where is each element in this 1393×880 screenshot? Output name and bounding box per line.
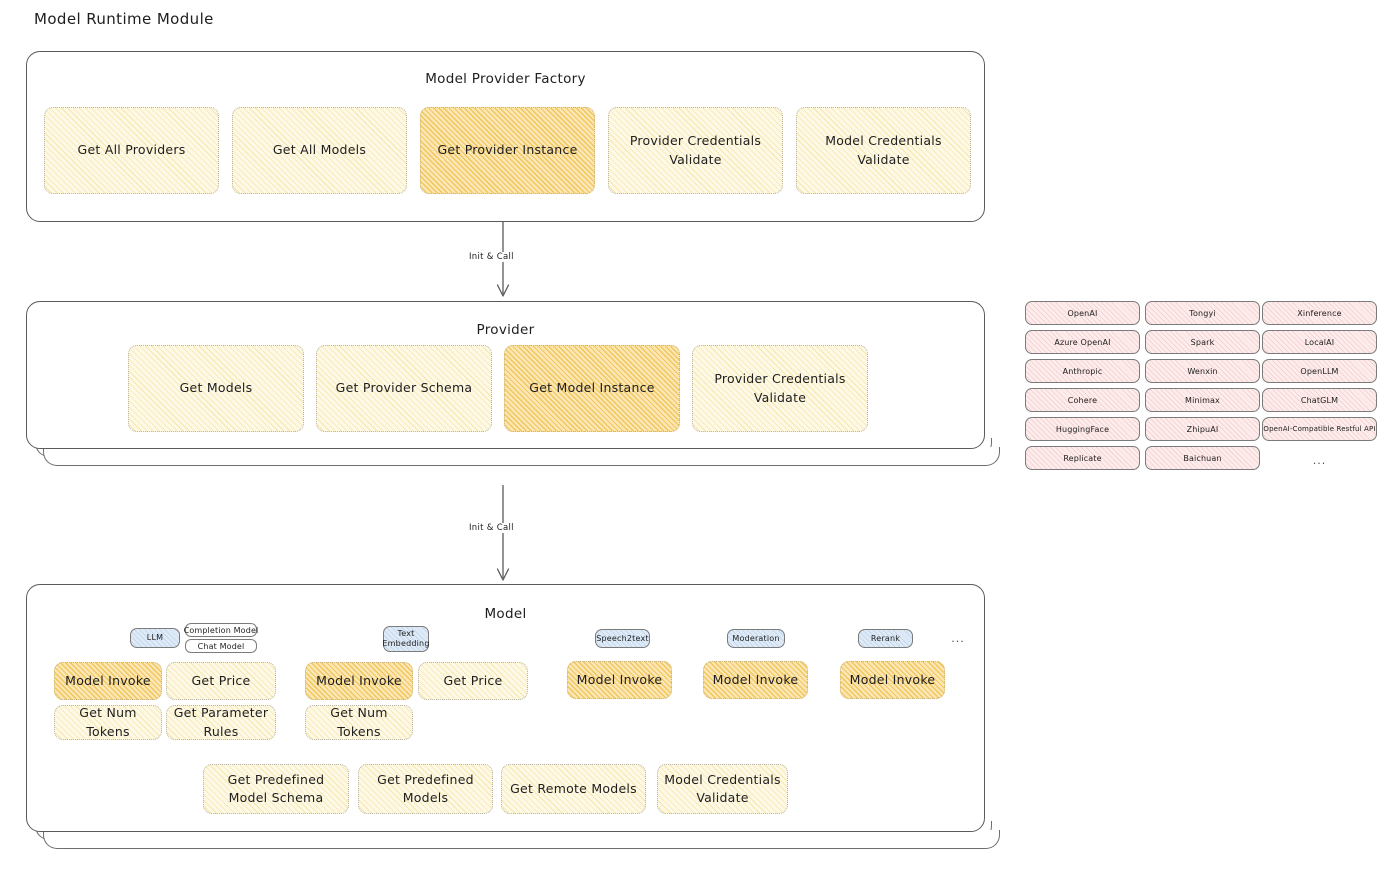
model-card-text-embedding-get-num-tokens[interactable]: Get Num Tokens [305, 705, 413, 740]
provider-chip-wenxin[interactable]: Wenxin [1145, 359, 1260, 383]
factory-card-get-provider-instance[interactable]: Get Provider Instance [420, 107, 595, 194]
model-title: Model [484, 606, 527, 622]
provider-title: Provider [476, 322, 535, 338]
factory-card-provider-credentials-validate[interactable]: Provider Credentials Validate [608, 107, 783, 194]
provider-chip-openai-compatible-restful-api[interactable]: OpenAI-Compatible Restful API [1262, 417, 1377, 441]
provider-chip-huggingface[interactable]: HuggingFace [1025, 417, 1140, 441]
provider-card-get-models[interactable]: Get Models [128, 345, 304, 432]
provider-card-get-provider-schema[interactable]: Get Provider Schema [316, 345, 492, 432]
provider-chip-openai[interactable]: OpenAI [1025, 301, 1140, 325]
provider-chip-zhipuai[interactable]: ZhipuAI [1145, 417, 1260, 441]
model-type-chip-moderation[interactable]: Moderation [727, 629, 785, 648]
model-types-more-ellipsis: ... [951, 631, 965, 645]
model-card-llm-model-invoke[interactable]: Model Invoke [54, 662, 162, 700]
arrow-provider-to-model [496, 485, 510, 581]
provider-list-more-ellipsis: ... [1312, 453, 1327, 467]
model-card-llm-get-num-tokens[interactable]: Get Num Tokens [54, 705, 162, 740]
arrow-label-init-and-call-2: Init & Call [466, 523, 517, 533]
model-card-get-predefined-model-schema[interactable]: Get Predefined Model Schema [203, 764, 349, 814]
model-provider-factory-title: Model Provider Factory [425, 71, 586, 87]
model-card-llm-get-price[interactable]: Get Price [166, 662, 276, 700]
model-card-text-embedding-model-invoke[interactable]: Model Invoke [305, 662, 413, 700]
provider-chip-chatglm[interactable]: ChatGLM [1262, 388, 1377, 412]
provider-chip-replicate[interactable]: Replicate [1025, 446, 1140, 470]
page-title: Model Runtime Module [34, 10, 214, 28]
model-type-chip-speech2text[interactable]: Speech2text [595, 629, 650, 648]
model-type-chip-rerank[interactable]: Rerank [858, 629, 913, 648]
model-card-get-predefined-models[interactable]: Get Predefined Models [358, 764, 493, 814]
model-card-text-embedding-get-price[interactable]: Get Price [418, 662, 528, 700]
model-card-moderation-model-invoke[interactable]: Model Invoke [703, 661, 808, 699]
factory-card-get-all-models[interactable]: Get All Models [232, 107, 407, 194]
provider-chip-azure-openai[interactable]: Azure OpenAI [1025, 330, 1140, 354]
provider-chip-openllm[interactable]: OpenLLM [1262, 359, 1377, 383]
model-card-speech2text-model-invoke[interactable]: Model Invoke [567, 661, 672, 699]
provider-chip-xinference[interactable]: Xinference [1262, 301, 1377, 325]
model-card-get-remote-models[interactable]: Get Remote Models [501, 764, 646, 814]
provider-card-get-model-instance[interactable]: Get Model Instance [504, 345, 680, 432]
factory-card-get-all-providers[interactable]: Get All Providers [44, 107, 219, 194]
provider-chip-baichuan[interactable]: Baichuan [1145, 446, 1260, 470]
provider-chip-tongyi[interactable]: Tongyi [1145, 301, 1260, 325]
model-card-llm-get-parameter-rules[interactable]: Get Parameter Rules [166, 705, 276, 740]
provider-card-provider-credentials-validate[interactable]: Provider Credentials Validate [692, 345, 868, 432]
arrow-factory-to-provider [496, 222, 510, 297]
provider-chip-cohere[interactable]: Cohere [1025, 388, 1140, 412]
model-subtype-chip-completion-model[interactable]: Completion Model [184, 623, 258, 637]
provider-chip-localai[interactable]: LocalAI [1262, 330, 1377, 354]
factory-card-model-credentials-validate[interactable]: Model Credentials Validate [796, 107, 971, 194]
arrow-label-init-and-call-1: Init & Call [466, 252, 517, 262]
model-card-model-credentials-validate[interactable]: Model Credentials Validate [657, 764, 788, 814]
model-subtype-chip-chat-model[interactable]: Chat Model [185, 639, 257, 653]
provider-chip-minimax[interactable]: Minimax [1145, 388, 1260, 412]
model-type-chip-llm[interactable]: LLM [130, 628, 180, 648]
model-type-chip-text-embedding[interactable]: Text Embedding [382, 626, 429, 652]
model-card-rerank-model-invoke[interactable]: Model Invoke [840, 661, 945, 699]
provider-chip-anthropic[interactable]: Anthropic [1025, 359, 1140, 383]
provider-chip-spark[interactable]: Spark [1145, 330, 1260, 354]
